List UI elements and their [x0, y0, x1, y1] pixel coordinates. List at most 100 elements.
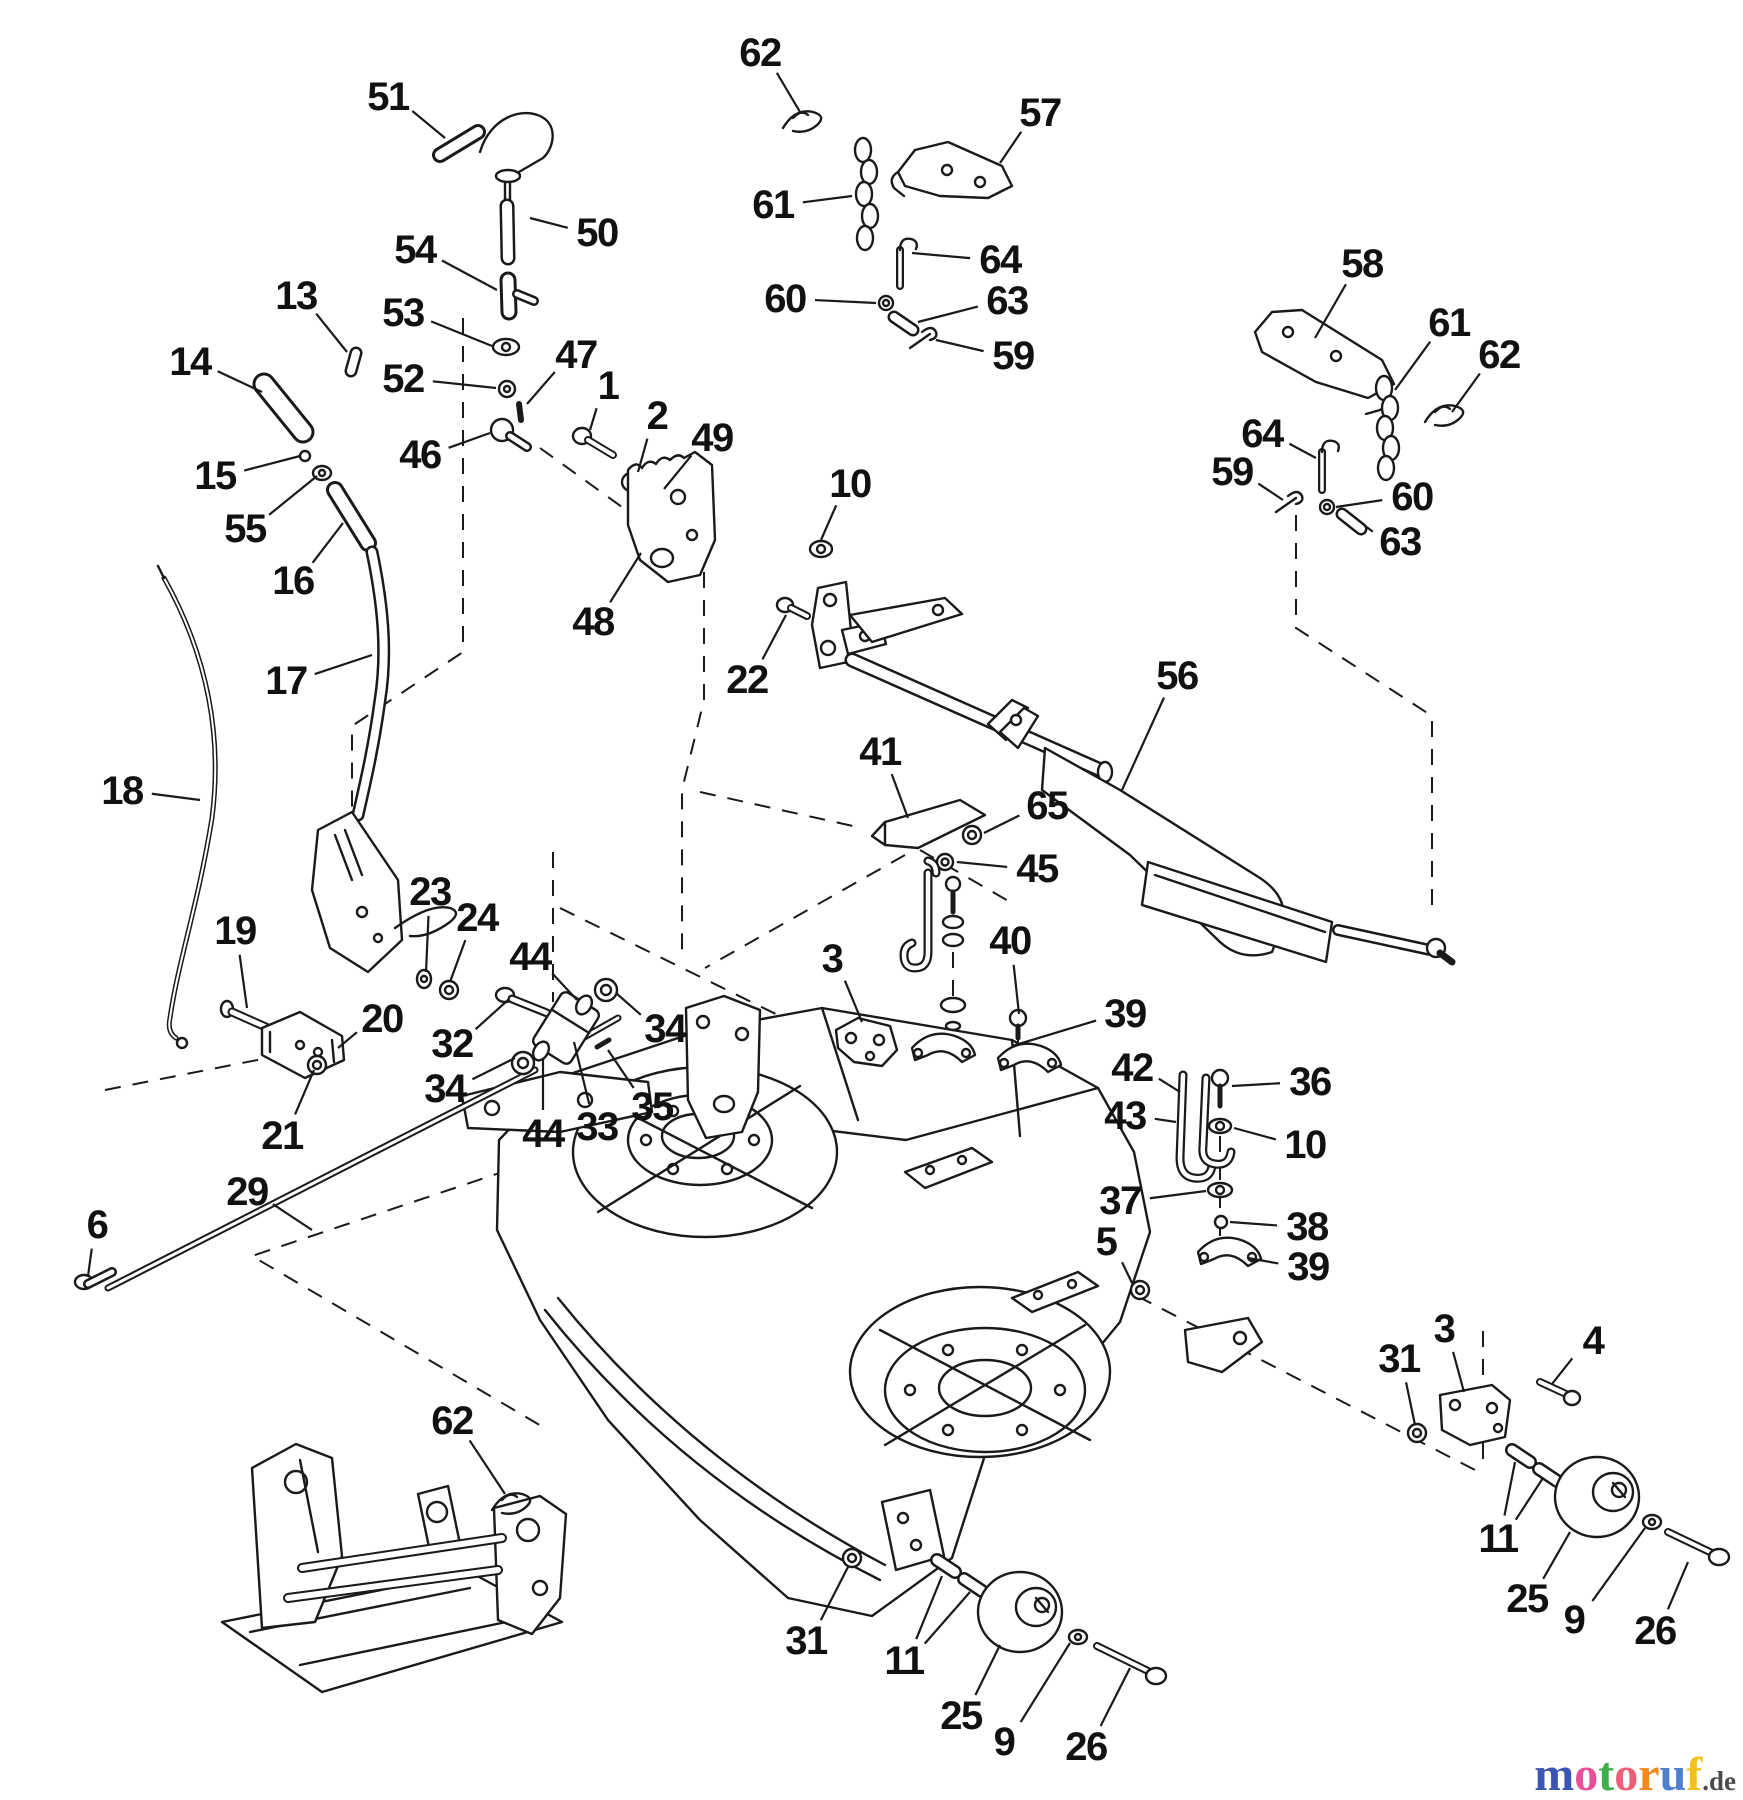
callout-leader	[636, 438, 649, 473]
callout-61: 61	[1428, 301, 1471, 345]
callout-51: 51	[367, 75, 410, 119]
callout-24: 24	[456, 896, 500, 940]
height-index-group	[571, 426, 834, 584]
callout-leader	[432, 380, 497, 390]
bracket-3	[834, 1016, 899, 1068]
callout-13: 13	[275, 274, 317, 318]
callout-46: 46	[399, 433, 441, 477]
callout-leader	[819, 504, 838, 541]
callout-leader	[1120, 697, 1165, 791]
callout-leader	[1551, 1357, 1574, 1385]
callout-leader	[1149, 1189, 1207, 1200]
callout-63: 63	[986, 279, 1028, 323]
callout-55: 55	[224, 507, 267, 551]
callout-64: 64	[1241, 412, 1285, 456]
watermark-motoruf: motoruf.de	[1534, 1748, 1736, 1800]
callout-59: 59	[1211, 450, 1253, 494]
callout-leader	[468, 1439, 506, 1495]
plate-41	[883, 798, 987, 850]
callout-22: 22	[726, 658, 768, 702]
callout-leader	[448, 939, 467, 983]
callout-37: 37	[1099, 1179, 1141, 1223]
callout-43: 43	[1104, 1094, 1146, 1138]
washer	[939, 996, 967, 1014]
callout-leader	[268, 475, 318, 516]
callout-60: 60	[1391, 475, 1433, 519]
callout-leader	[430, 320, 493, 348]
callout-leader	[935, 338, 984, 353]
callout-leader	[814, 298, 877, 305]
hitch-bracket-group	[220, 1442, 568, 1694]
callout-leader	[1314, 283, 1347, 339]
callout-34: 34	[424, 1067, 468, 1111]
callout-leader	[1335, 499, 1383, 509]
callout-leader	[86, 1248, 93, 1277]
chain-61	[1374, 374, 1401, 482]
callout-29: 29	[226, 1170, 268, 1214]
callout-53: 53	[382, 291, 424, 335]
callout-52: 52	[382, 357, 424, 401]
callout-36: 36	[1289, 1060, 1331, 1104]
wheel-hanger-plate	[880, 1488, 946, 1572]
callout-18: 18	[101, 769, 144, 813]
callout-1: 1	[598, 364, 620, 408]
callout-33: 33	[576, 1105, 618, 1149]
pin-35	[594, 1037, 612, 1050]
callout-leader	[294, 1069, 316, 1115]
link-rod-group	[73, 968, 622, 1292]
callout-35: 35	[631, 1085, 674, 1129]
callout-31: 31	[1378, 1337, 1421, 1381]
j-bolt	[899, 856, 941, 973]
callout-44: 44	[509, 935, 553, 979]
cotter-pin-62	[781, 110, 823, 133]
clamp-39	[910, 1032, 977, 1064]
callout-39: 39	[1287, 1245, 1329, 1289]
callout-15: 15	[194, 454, 237, 498]
callout-leader	[1233, 1126, 1277, 1141]
hanger-bracket-57	[896, 140, 1014, 200]
callout-leader	[1394, 341, 1432, 391]
callout-59: 59	[992, 334, 1034, 378]
callout-leader	[1158, 1077, 1181, 1093]
callout-16: 16	[272, 559, 314, 603]
callout-23: 23	[409, 870, 451, 914]
callout-25: 25	[940, 1694, 983, 1738]
callout-leader	[911, 251, 971, 260]
callout-leader	[529, 216, 569, 229]
hair-pin-59	[1274, 490, 1304, 514]
callout-31: 31	[785, 1619, 828, 1663]
callout-leader	[1288, 442, 1317, 459]
deck-hardware-group	[834, 798, 1263, 1301]
washer	[941, 932, 965, 948]
front-wheel-group-center	[841, 1547, 1168, 1686]
callout-leader	[315, 313, 348, 353]
callout-leader	[1121, 1261, 1133, 1284]
callout-11: 11	[1478, 1517, 1519, 1561]
callout-5: 5	[1096, 1220, 1118, 1264]
callout-20: 20	[361, 997, 403, 1041]
callout-leader	[802, 194, 853, 204]
callout-26: 26	[1634, 1609, 1676, 1653]
callout-4: 4	[1583, 1319, 1606, 1363]
callout-40: 40	[989, 919, 1031, 963]
callout-57: 57	[1019, 91, 1061, 135]
callout-58: 58	[1341, 242, 1384, 286]
callout-leader	[956, 860, 1008, 869]
callout-leader	[1666, 1561, 1690, 1610]
callout-leader	[1019, 1642, 1071, 1723]
top-middle-hanger-group	[781, 110, 1014, 350]
callout-leader	[983, 814, 1020, 834]
callout-leader	[1154, 1117, 1177, 1124]
callout-26: 26	[1065, 1725, 1107, 1769]
callout-62: 62	[1478, 333, 1520, 377]
callout-9: 9	[1564, 1598, 1585, 1642]
ball-15	[298, 449, 312, 463]
callout-leader	[890, 773, 910, 819]
callout-leader	[1404, 1382, 1417, 1426]
callout-leader	[1452, 1351, 1466, 1393]
pivot-arm	[848, 596, 964, 644]
chain-61	[853, 136, 880, 252]
pin-47	[516, 401, 524, 423]
nut-38	[1213, 1214, 1229, 1230]
